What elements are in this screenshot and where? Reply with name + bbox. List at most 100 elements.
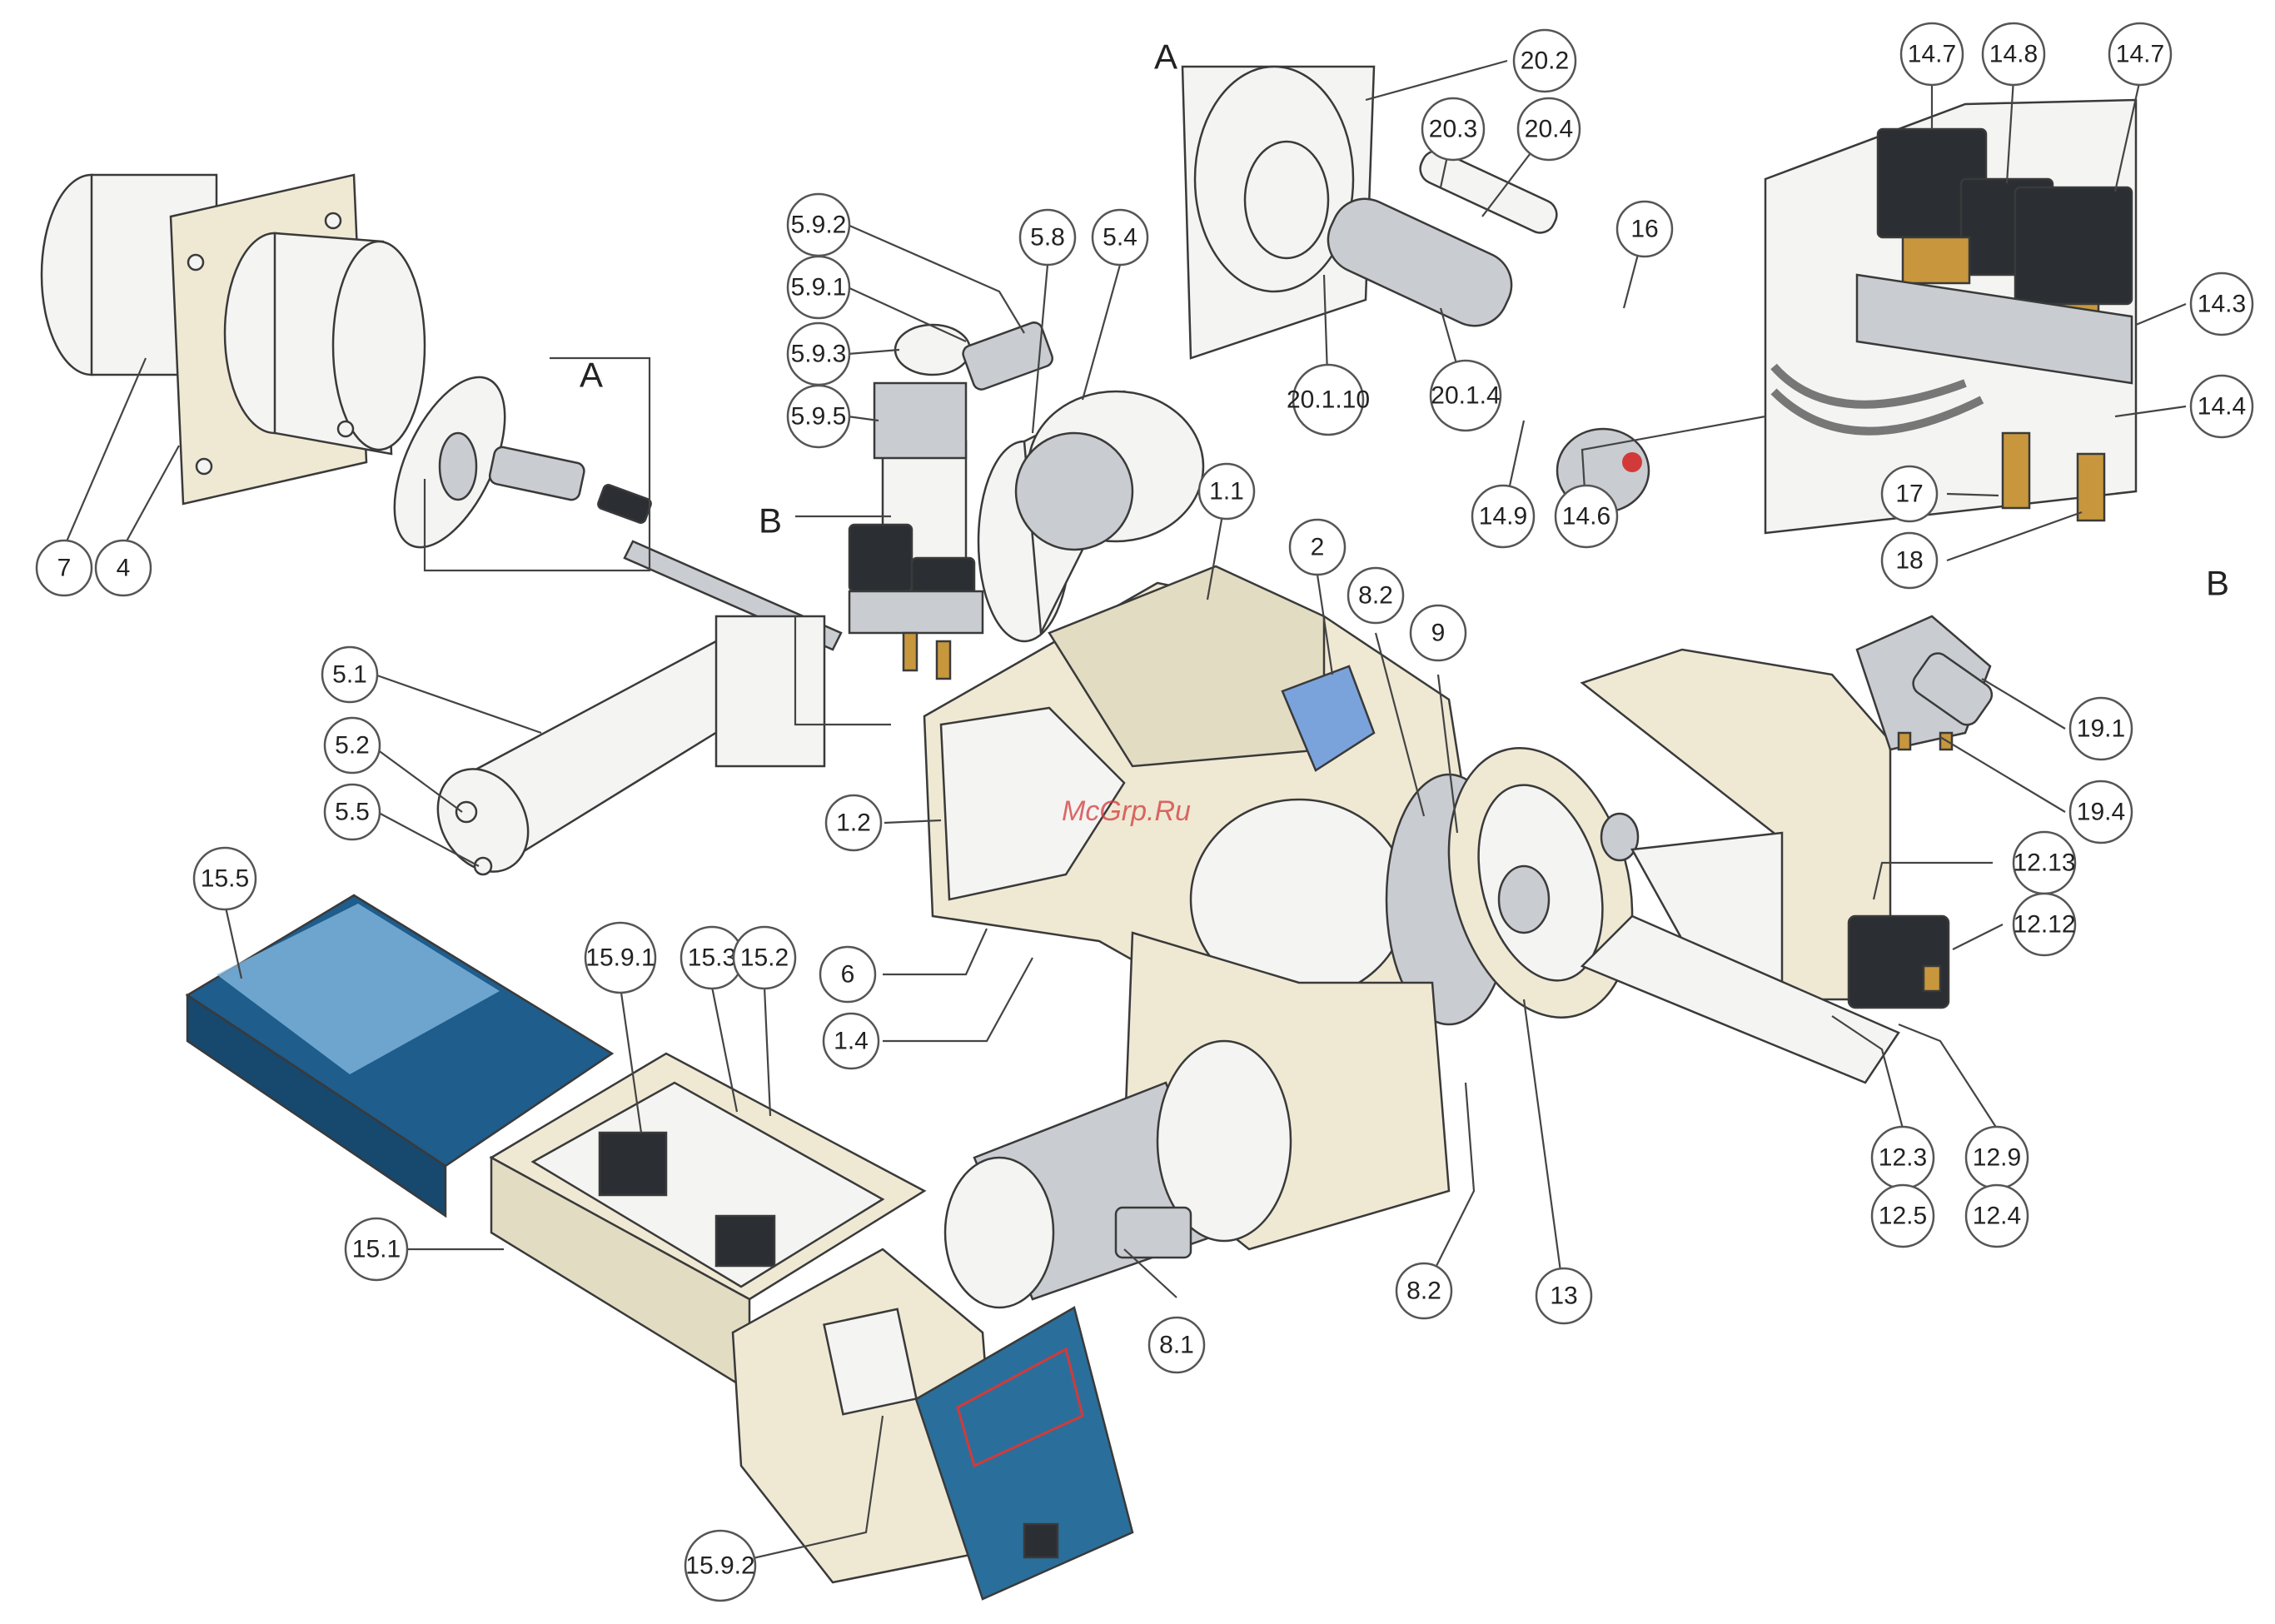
callout-label: 14.7 [2116, 41, 2164, 68]
callout-label: 20.2 [1521, 47, 1569, 75]
section-label-a-main: A [580, 356, 603, 395]
callout-label: 7 [57, 555, 72, 582]
callout-label: 4 [117, 555, 131, 582]
callout-5-8: 5.8 [1020, 210, 1075, 265]
callout-19-1: 19.1 [2070, 698, 2132, 760]
section-label-b-main: B [759, 501, 782, 541]
callout-label: 12.12 [2013, 911, 2075, 939]
callout-20-1-4: 20.1.4 [1431, 361, 1501, 431]
callout-label: 15.9.2 [685, 1552, 754, 1580]
callout-label: 8.2 [1406, 1278, 1441, 1305]
callout-12-4: 12.4 [1966, 1185, 2028, 1247]
callout-17: 17 [1882, 466, 1937, 521]
callout-8-1: 8.1 [1149, 1318, 1204, 1372]
callout-label: 16 [1630, 216, 1658, 243]
callout-16: 16 [1617, 202, 1672, 257]
callout-18: 18 [1882, 533, 1937, 588]
callout-12-3: 12.3 [1872, 1127, 1934, 1188]
callout-8-2-top: 8.2 [1348, 568, 1403, 623]
callout-5-9-3: 5.9.3 [788, 323, 849, 385]
callout-8-2-bottom: 8.2 [1396, 1263, 1451, 1318]
callout-20-4: 20.4 [1518, 98, 1580, 160]
callout-label: 15.3 [688, 944, 736, 972]
callout-15-2: 15.2 [734, 927, 795, 989]
callout-5-9-2: 5.9.2 [788, 194, 849, 256]
callout-5-2: 5.2 [325, 718, 380, 773]
section-label-a-inset: A [1154, 37, 1177, 77]
inset-b [1765, 100, 2136, 533]
callout-20-1-10: 20.1.10 [1287, 365, 1370, 435]
callout-15-5: 15.5 [194, 848, 256, 909]
callout-label: 15.9.1 [585, 944, 655, 972]
callout-5-1: 5.1 [322, 647, 377, 702]
callout-label: 12.13 [2013, 849, 2075, 877]
callout-label: 13 [1550, 1283, 1577, 1310]
callout-label: 9 [1431, 620, 1446, 647]
callout-label: 5.1 [332, 661, 367, 689]
callout-label: 5.8 [1030, 224, 1065, 252]
callout-label: 5.4 [1103, 224, 1138, 252]
callout-6: 6 [820, 947, 875, 1002]
fan-motor [945, 1041, 1291, 1308]
callout-15-9-2: 15.9.2 [685, 1531, 755, 1601]
callout-label: 5.9.5 [791, 403, 847, 431]
callout-14-6: 14.6 [1556, 486, 1617, 547]
callout-label: 20.3 [1429, 116, 1477, 143]
callout-label: 12.3 [1879, 1144, 1927, 1172]
callout-5-5: 5.5 [325, 785, 380, 839]
callout-20-2: 20.2 [1514, 30, 1576, 92]
callout-label: 8.2 [1358, 582, 1393, 610]
callout-5-9-5: 5.9.5 [788, 386, 849, 447]
callout-label: 18 [1895, 547, 1923, 575]
callout-label: 5.9.3 [791, 341, 847, 368]
callout-label: 14.4 [2198, 393, 2246, 421]
section-label-b-inset: B [2206, 564, 2229, 603]
callout-label: 19.1 [2077, 715, 2125, 743]
callout-label: 12.5 [1879, 1203, 1927, 1230]
callout-7: 7 [37, 541, 92, 595]
callout-label: 15.1 [352, 1236, 401, 1263]
callout-label: 5.2 [335, 732, 370, 760]
callout-12-9: 12.9 [1966, 1127, 2028, 1188]
callout-19-4: 19.4 [2070, 781, 2132, 843]
callout-1-2: 1.2 [826, 795, 881, 850]
callout-1-4: 1.4 [824, 1014, 879, 1069]
callout-label: 1.4 [834, 1028, 869, 1055]
callout-20-3: 20.3 [1422, 98, 1484, 160]
callout-12-13: 12.13 [2013, 832, 2075, 894]
callout-label: 19.4 [2077, 799, 2125, 826]
callout-label: 1.1 [1209, 478, 1244, 506]
callout-label: 14.8 [1989, 41, 2038, 68]
callout-5-9-1: 5.9.1 [788, 257, 849, 318]
callout-14-7-left: 14.7 [1901, 23, 1963, 85]
callout-label: 20.1.4 [1431, 382, 1500, 410]
callout-label: 14.7 [1908, 41, 1956, 68]
callout-15-9-1: 15.9.1 [585, 923, 655, 993]
callout-label: 14.3 [2198, 291, 2246, 318]
callout-2: 2 [1290, 520, 1345, 575]
callout-14-7-right: 14.7 [2109, 23, 2171, 85]
callout-14-9: 14.9 [1472, 486, 1534, 547]
callout-label: 15.5 [201, 865, 249, 893]
callout-4: 4 [96, 541, 151, 595]
callout-13: 13 [1536, 1268, 1591, 1323]
callout-label: 2 [1311, 534, 1325, 561]
callout-label: 5.9.1 [791, 274, 847, 301]
callout-label: 20.1.10 [1287, 386, 1370, 414]
callout-12-5: 12.5 [1872, 1185, 1934, 1247]
callout-15-1: 15.1 [346, 1218, 407, 1280]
callout-label: 5.5 [335, 799, 370, 826]
callout-label: 14.6 [1562, 503, 1610, 531]
callout-label: 20.4 [1525, 116, 1573, 143]
watermark-text: McGrp.Ru [1062, 795, 1191, 827]
oil-preheater [420, 616, 824, 888]
callout-label: 5.9.2 [791, 212, 847, 239]
callout-14-8: 14.8 [1983, 23, 2044, 85]
callout-label: 6 [841, 961, 855, 989]
callout-label: 8.1 [1159, 1332, 1194, 1359]
callout-label: 12.9 [1973, 1144, 2021, 1172]
callout-9: 9 [1411, 605, 1466, 660]
callout-label: 14.9 [1479, 503, 1527, 531]
callout-14-3: 14.3 [2191, 273, 2253, 335]
